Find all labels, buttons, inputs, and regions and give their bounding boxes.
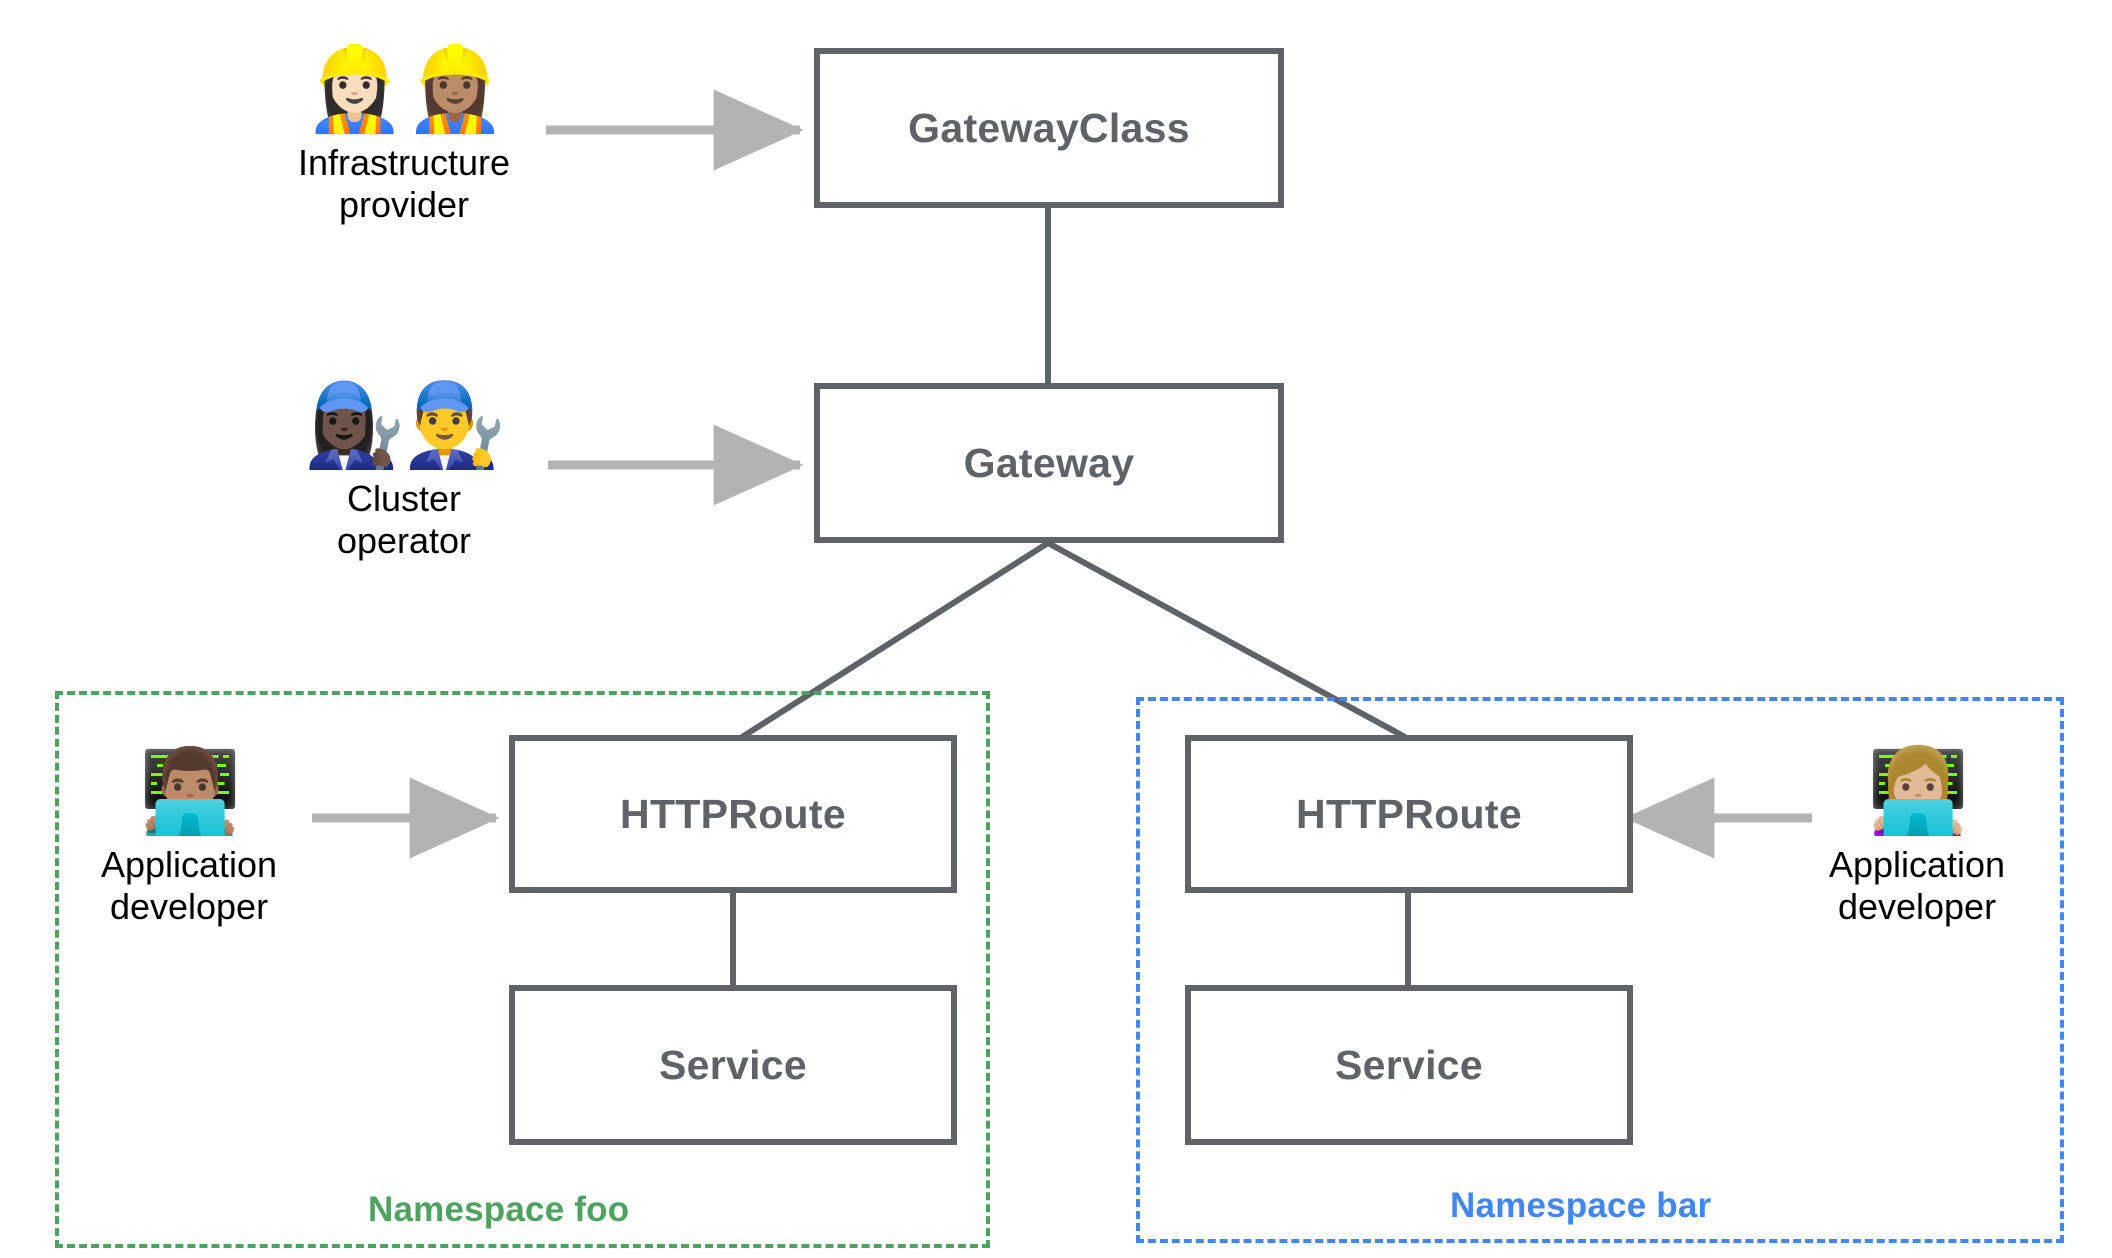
caption-line-2: provider	[338, 184, 470, 226]
node-gatewayclass-label: GatewayClass	[908, 104, 1190, 151]
persona-application-developer-foo: 👨🏽‍💻 Application developer	[101, 746, 277, 929]
persona-infrastructure-provider: 👷🏻‍♀️👷🏽‍♀️ Infrastructure provider	[275, 44, 533, 227]
namespace-bar-label: Namespace bar	[1450, 1186, 1712, 1225]
caption-line-2: operator	[336, 520, 472, 562]
persona-application-developer-bar: 👩🏼‍💻 Application developer	[1829, 746, 2005, 929]
node-httproute-foo[interactable]: HTTPRoute	[509, 735, 957, 893]
persona-cluster-operator-caption: Cluster operator	[337, 478, 471, 563]
persona-infrastructure-provider-caption: Infrastructure provider	[298, 142, 510, 227]
caption-line-1: Application	[1828, 843, 2006, 885]
persona-cluster-operator: 👩🏿‍🔧👨‍🔧 Cluster operator	[278, 380, 530, 563]
node-service-foo-label: Service	[658, 1041, 807, 1088]
node-service-foo[interactable]: Service	[509, 985, 957, 1145]
caption-line-1: Application	[100, 843, 278, 885]
namespace-foo-frame	[55, 691, 990, 1248]
caption-line-2: developer	[109, 886, 269, 928]
node-httproute-foo-label: HTTPRoute	[620, 790, 846, 837]
node-gateway-label: Gateway	[963, 439, 1135, 486]
mechanic-emoji: 👩🏿‍🔧👨‍🔧	[303, 380, 506, 471]
caption-line-1: Cluster	[346, 477, 462, 519]
namespace-foo-label: Namespace foo	[368, 1190, 630, 1229]
caption-line-2: developer	[1837, 886, 1997, 928]
node-httproute-bar-label: HTTPRoute	[1296, 790, 1522, 837]
node-httproute-bar[interactable]: HTTPRoute	[1185, 735, 1633, 893]
node-gatewayclass[interactable]: GatewayClass	[814, 48, 1284, 208]
node-gateway[interactable]: Gateway	[814, 383, 1284, 543]
caption-line-1: Infrastructure	[297, 141, 511, 183]
construction-worker-emoji: 👷🏻‍♀️👷🏽‍♀️	[303, 44, 506, 135]
node-service-bar-label: Service	[1334, 1041, 1483, 1088]
woman-technologist-emoji: 👩🏼‍💻	[1866, 746, 1969, 837]
namespace-bar-frame	[1136, 697, 2064, 1243]
node-service-bar[interactable]: Service	[1185, 985, 1633, 1145]
persona-application-developer-bar-caption: Application developer	[1829, 844, 2005, 929]
persona-application-developer-foo-caption: Application developer	[101, 844, 277, 929]
man-technologist-emoji: 👨🏽‍💻	[138, 746, 241, 837]
